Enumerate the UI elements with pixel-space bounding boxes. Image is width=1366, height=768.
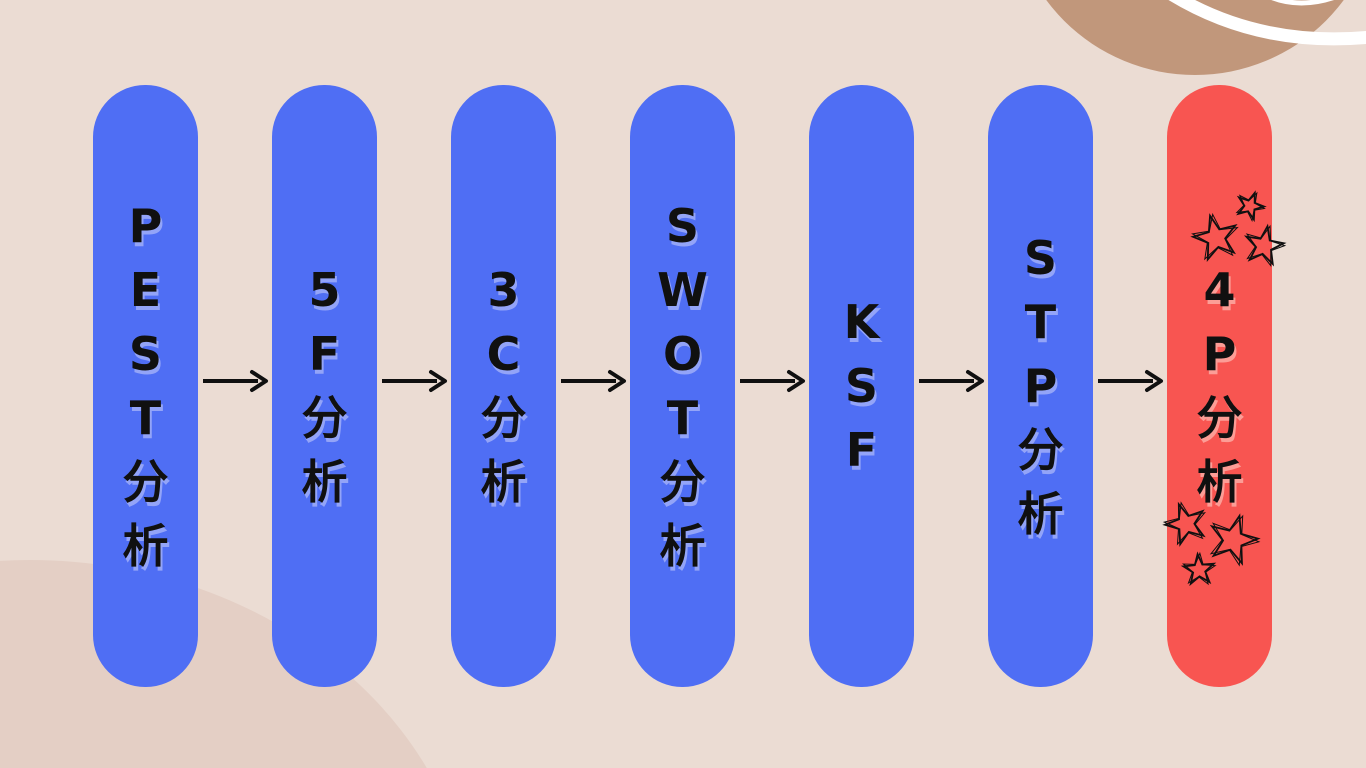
flow-arrow-icon (382, 370, 447, 392)
star-icon (1160, 497, 1211, 546)
white-arc-stripe (1168, 0, 1366, 46)
flow-arrow-icon (740, 370, 805, 392)
flow-arrow-icon (561, 370, 626, 392)
white-arc-corner (1271, 0, 1334, 6)
star-icon (1240, 220, 1289, 267)
star-doodles (1140, 180, 1310, 600)
flow-arrow-icon (203, 370, 268, 392)
flow-arrow-icon (919, 370, 984, 392)
star-icon (1182, 552, 1215, 584)
flow-arrow-icon (1098, 370, 1163, 392)
star-icon (1189, 210, 1242, 262)
top-right-tan-blob (1046, 0, 1344, 75)
star-icon (1232, 187, 1269, 223)
star-icon (1202, 507, 1265, 569)
